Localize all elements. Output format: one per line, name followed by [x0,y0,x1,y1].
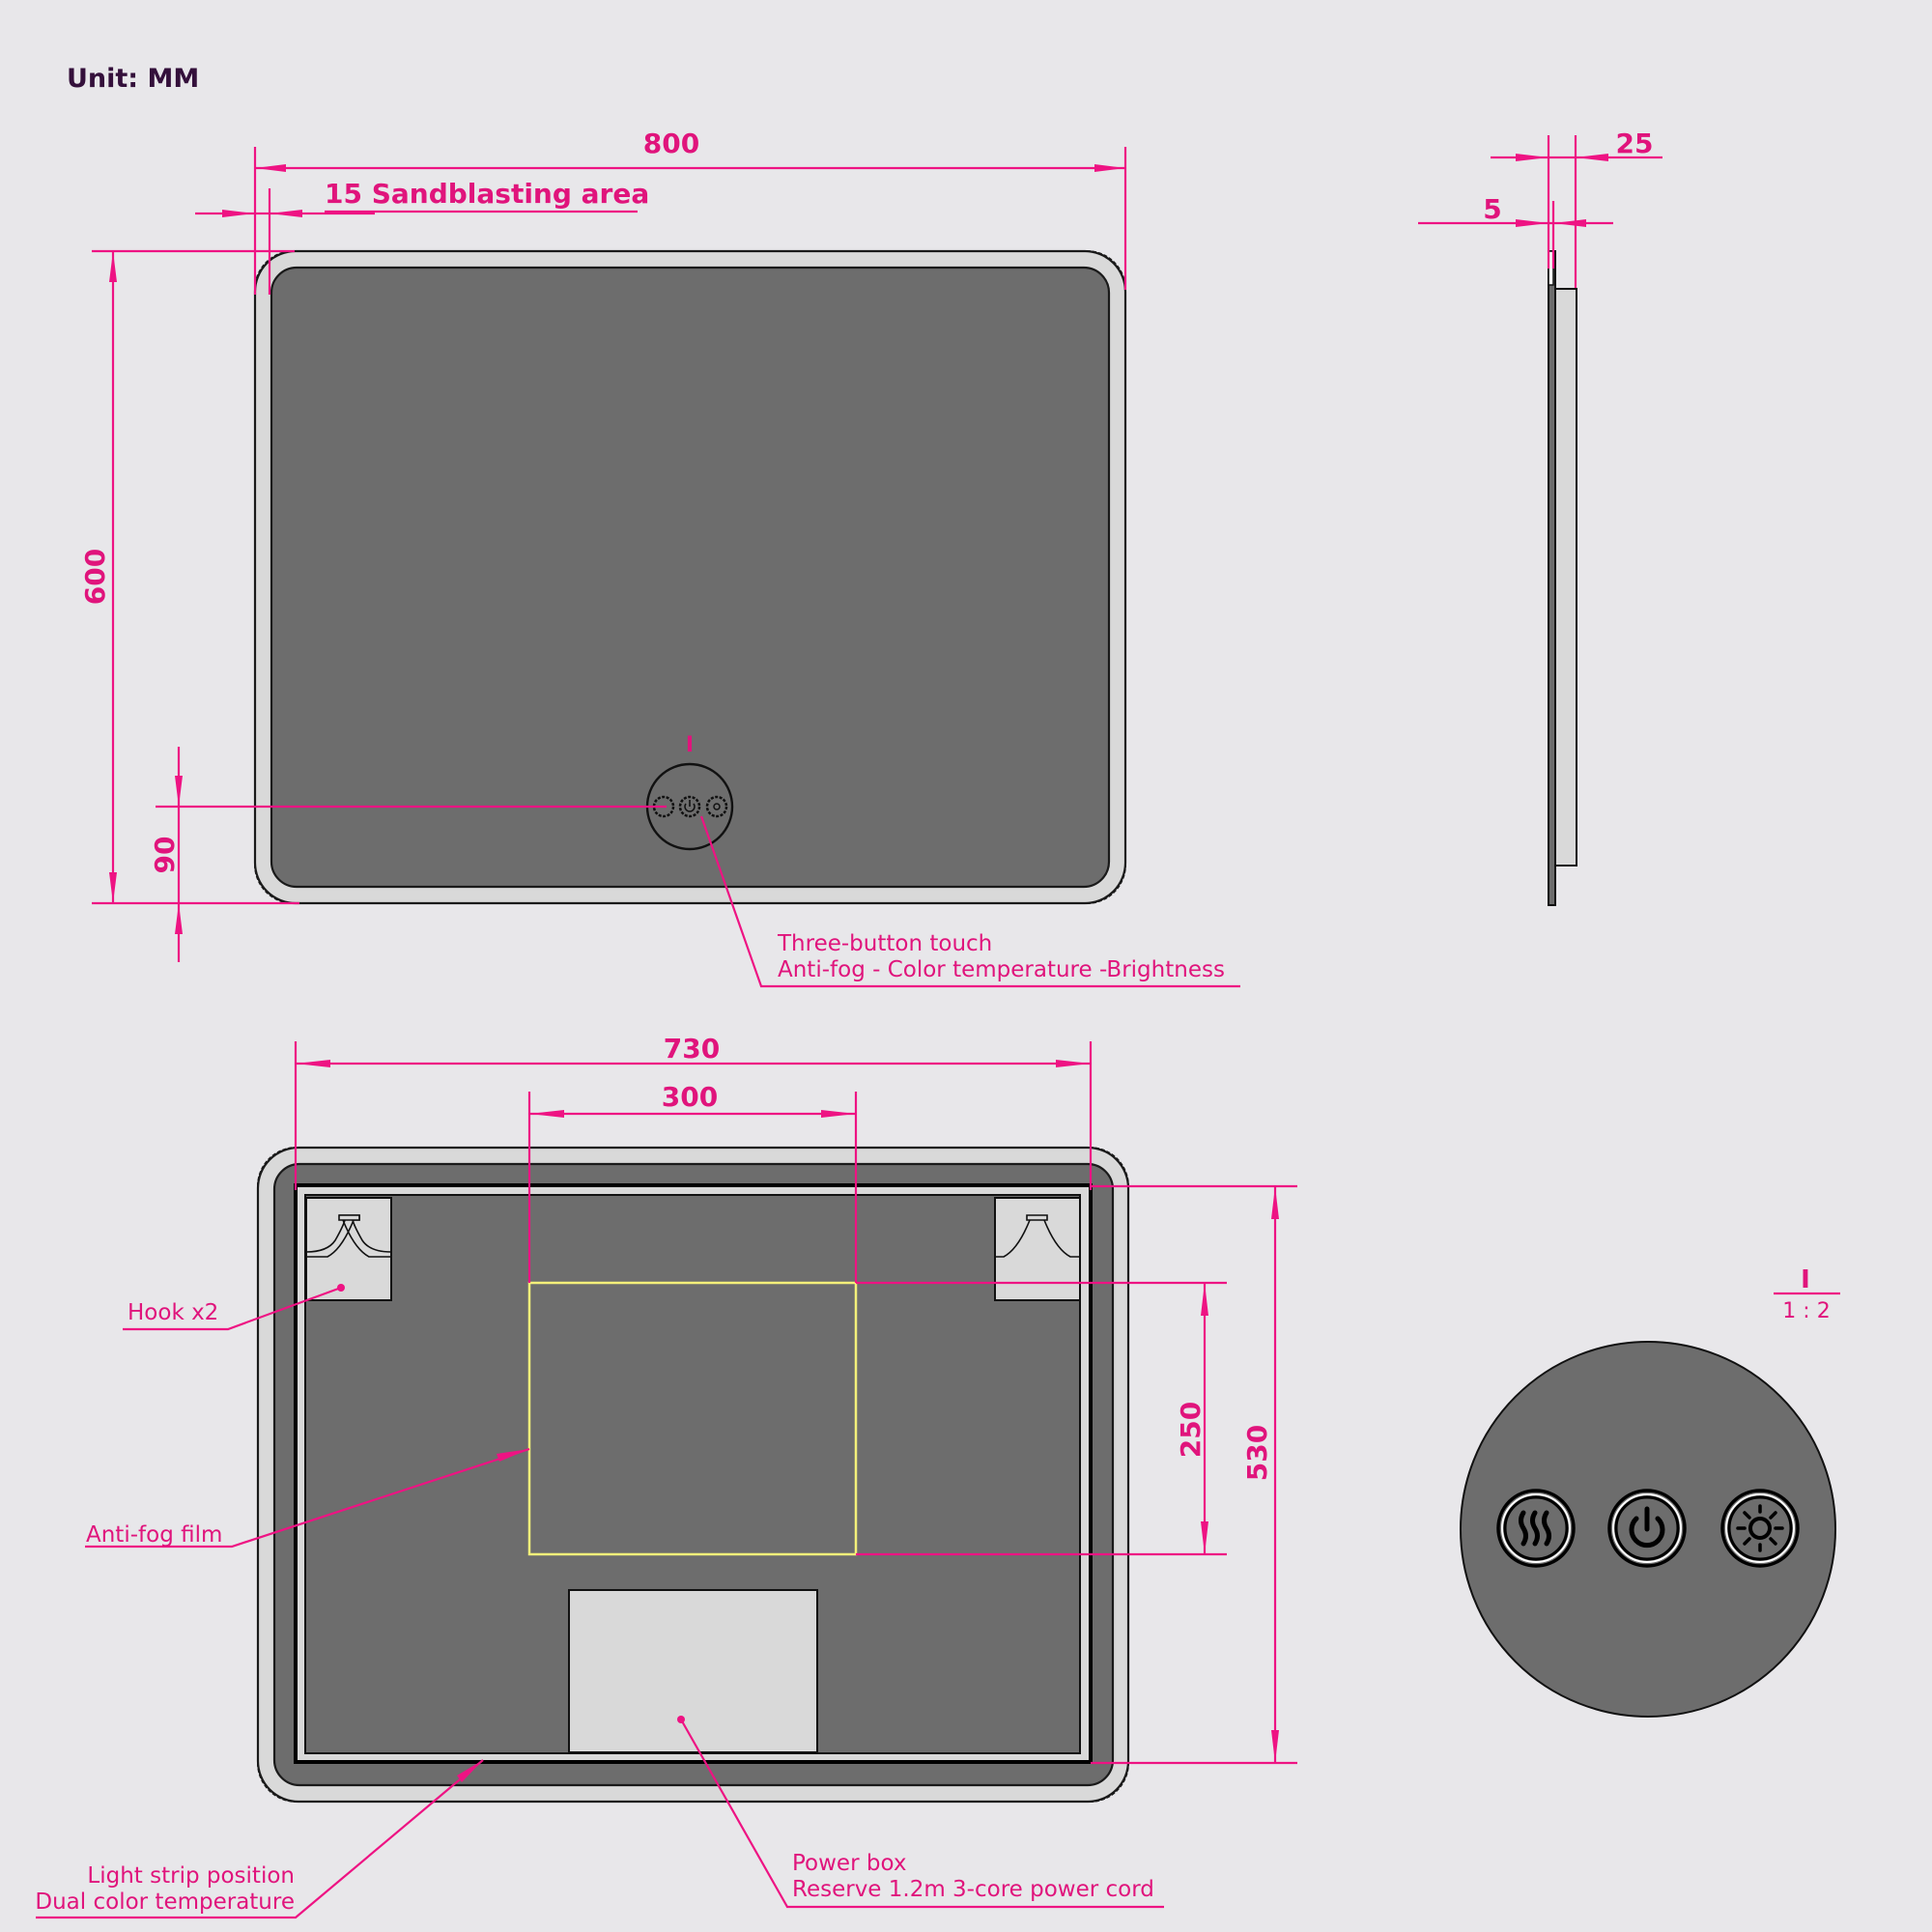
detail-view: I 1 : 2 [1460,1265,1840,1718]
callout-power-box-line1: Power box [792,1851,906,1876]
antifog-button-icon [1496,1489,1576,1568]
dim-sandblasting: 15 Sandblasting area [325,178,649,210]
callout-hook: Hook x2 [128,1300,218,1325]
dim-90: 90 [149,837,181,874]
back-view [256,1146,1130,1804]
callout-antifog: Anti-fog film [86,1522,222,1548]
dim-800: 800 [643,128,699,159]
side-glass [1548,250,1556,906]
detail-scale: 1 : 2 [1782,1299,1830,1323]
dim-530: 530 [1241,1425,1273,1481]
detail-marker: I [1801,1265,1810,1294]
dim-5: 5 [1483,193,1501,225]
section-marker: I [686,733,694,757]
hook-left [305,1197,392,1301]
dim-300: 300 [662,1081,718,1113]
power-button-icon [1607,1489,1687,1568]
mini-button-antifog-icon [652,795,675,818]
unit-label: Unit: MM [67,64,199,94]
callout-power-box-line2: Reserve 1.2m 3-core power cord [792,1877,1154,1902]
front-mirror-glass [270,266,1111,889]
dim-730: 730 [664,1033,720,1065]
back-dimensions: 730 300 250 530 Hook x2 Anti-fog film [35,1033,1297,1919]
power-box [568,1589,818,1753]
hook-right [994,1197,1081,1301]
anti-fog-film [527,1281,858,1556]
callout-light-strip-line2: Dual color temperature [35,1889,295,1915]
front-view: I [253,249,1127,905]
side-frame [1554,288,1577,867]
dim-600: 600 [79,549,111,605]
side-view [1548,250,1577,906]
mini-button-power-icon [678,795,701,818]
callout-light-strip-line1: Light strip position [87,1863,295,1889]
callout-touch-line2: Anti-fog - Color temperature -Brightness [778,957,1225,982]
dim-25: 25 [1616,128,1654,159]
brightness-button-icon [1720,1489,1800,1568]
dim-250: 250 [1175,1402,1207,1458]
front-dimensions: 800 15 Sandblasting area 600 90 Three-bu… [79,128,1240,988]
side-dimensions: 25 5 [1418,128,1662,288]
mini-button-brightness-icon [705,795,728,818]
callout-touch-line1: Three-button touch [777,931,992,956]
